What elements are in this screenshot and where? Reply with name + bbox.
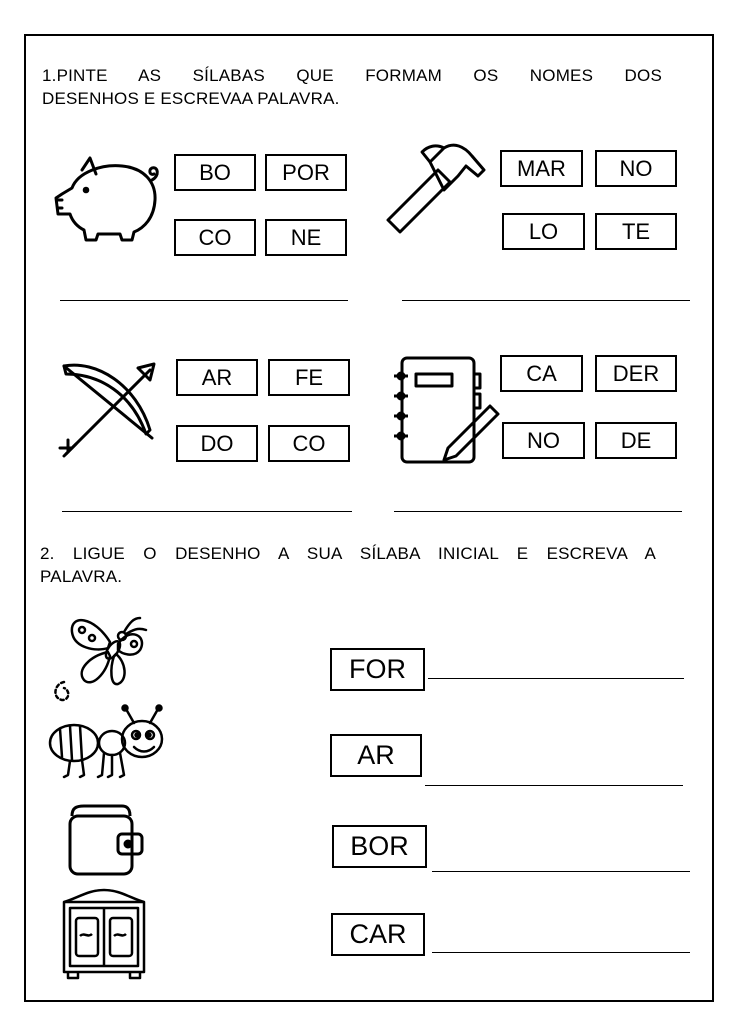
exercise-1-instruction: 1.PINTE AS SÍLABAS QUE FORMAM OS NOMES D…: [42, 64, 662, 110]
answer-line[interactable]: [62, 511, 352, 512]
answer-line[interactable]: [432, 871, 690, 872]
syllable-box[interactable]: FE: [268, 359, 350, 396]
notebook-pencil-icon: [390, 354, 500, 469]
exercise-1-instruction-line-2: DESENHOS E ESCREVAA PALAVRA.: [42, 89, 340, 108]
syllable-box[interactable]: DE: [595, 422, 677, 459]
bow-arrow-icon: [56, 360, 156, 465]
syllable-box[interactable]: CO: [174, 219, 256, 256]
syllable-box[interactable]: AR: [176, 359, 258, 396]
answer-line[interactable]: [432, 952, 690, 953]
worksheet-frame: [24, 34, 714, 1002]
syllable-box[interactable]: DER: [595, 355, 677, 392]
syllable-box[interactable]: TE: [595, 213, 677, 250]
syllable-box[interactable]: CO: [268, 425, 350, 462]
initial-syllable-box[interactable]: FOR: [330, 648, 425, 691]
hammer-icon: [384, 140, 486, 240]
answer-line[interactable]: [402, 300, 690, 301]
syllable-box[interactable]: MAR: [500, 150, 583, 187]
answer-line[interactable]: [428, 678, 684, 679]
syllable-box[interactable]: BO: [174, 154, 256, 191]
butterfly-icon[interactable]: [50, 612, 150, 712]
pig-icon: [52, 150, 162, 250]
wardrobe-icon[interactable]: [58, 888, 150, 985]
syllable-box[interactable]: NO: [502, 422, 585, 459]
syllable-box[interactable]: NO: [595, 150, 677, 187]
initial-syllable-box[interactable]: BOR: [332, 825, 427, 868]
syllable-box[interactable]: DO: [176, 425, 258, 462]
answer-line[interactable]: [425, 785, 683, 786]
initial-syllable-box[interactable]: CAR: [331, 913, 425, 956]
syllable-box[interactable]: NE: [265, 219, 347, 256]
exercise-1-instruction-line-1: 1.PINTE AS SÍLABAS QUE FORMAM OS NOMES D…: [42, 66, 662, 85]
syllable-box[interactable]: CA: [500, 355, 583, 392]
syllable-box[interactable]: POR: [265, 154, 347, 191]
wallet-icon[interactable]: [66, 804, 146, 881]
exercise-2-instruction: 2. LIGUE O DESENHO A SUA SÍLABA INICIAL …: [40, 542, 656, 588]
initial-syllable-box[interactable]: AR: [330, 734, 422, 777]
ant-icon[interactable]: [46, 704, 171, 785]
answer-line[interactable]: [60, 300, 348, 301]
syllable-box[interactable]: LO: [502, 213, 585, 250]
exercise-2-instruction-line-1: 2. LIGUE O DESENHO A SUA SÍLABA INICIAL …: [40, 544, 656, 563]
exercise-2-instruction-line-2: PALAVRA.: [40, 567, 123, 586]
answer-line[interactable]: [394, 511, 682, 512]
